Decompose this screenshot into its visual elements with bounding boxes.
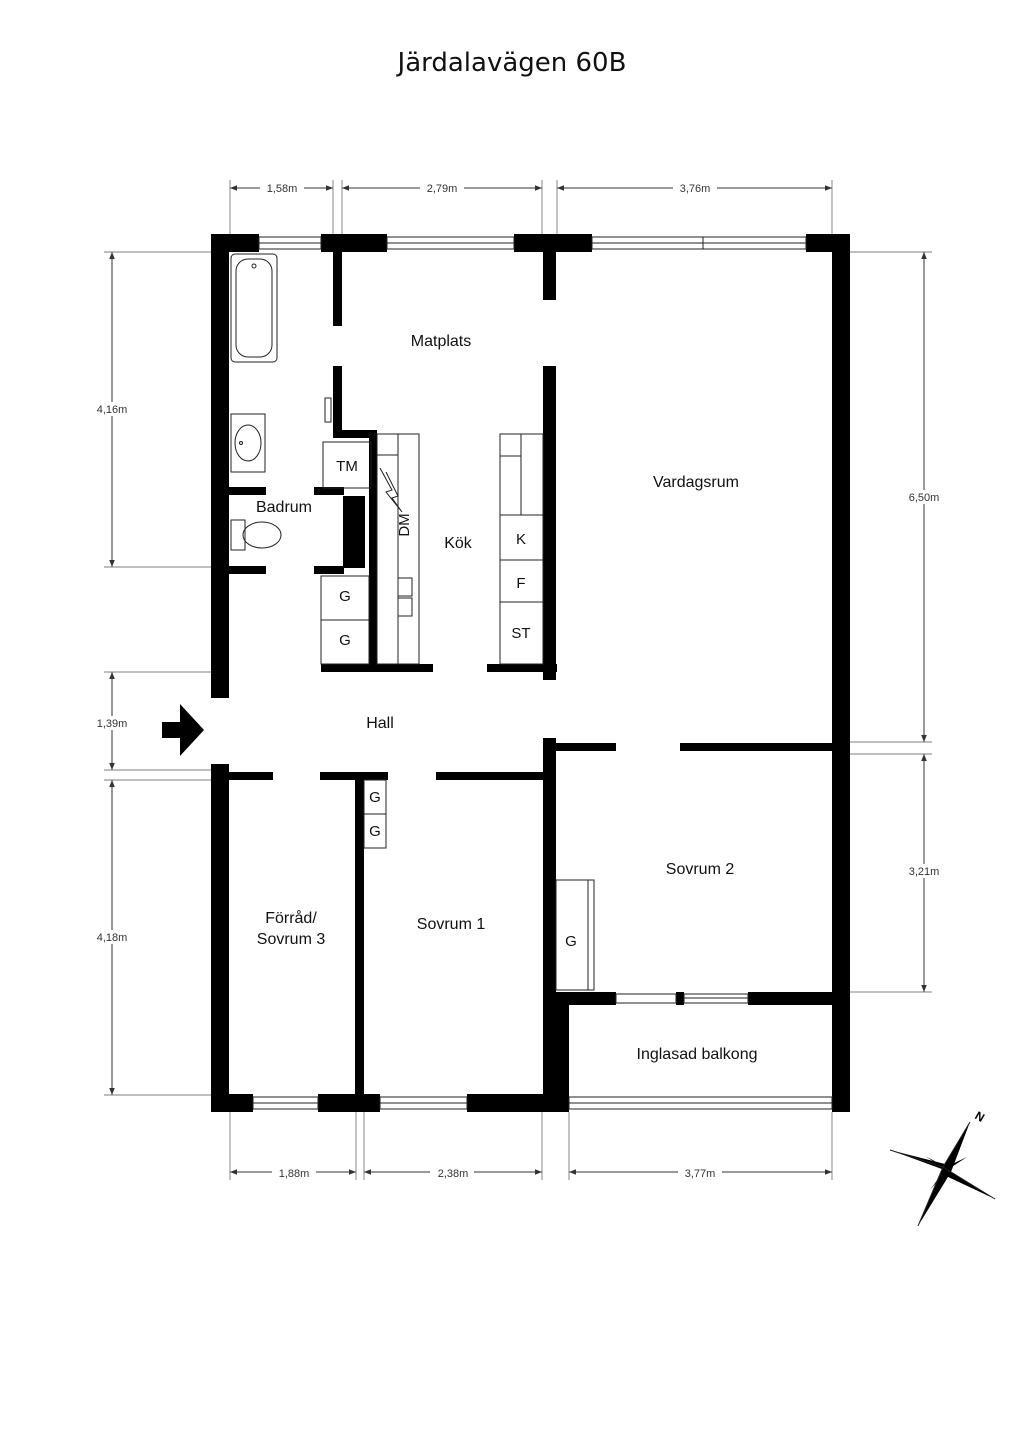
fixture-label-g: G: [565, 933, 577, 950]
kitchen-counter-right: [499, 433, 544, 665]
room-label-sovrum1: Sovrum 1: [417, 916, 486, 933]
room-label-balkong: Inglasad balkong: [637, 1046, 758, 1063]
shower-tap-icon: [324, 397, 332, 423]
dim-right-2: 3,21m: [909, 866, 940, 878]
fixture-label-g: G: [369, 823, 381, 840]
dim-bottom-1: 1,88m: [279, 1168, 310, 1180]
dim-top-2: 2,79m: [427, 183, 458, 195]
dim-left-1: 4,16m: [97, 404, 128, 416]
compass-icon: N: [889, 1108, 996, 1227]
bathtub-icon: [230, 253, 278, 363]
fixture-label-k: K: [516, 531, 526, 548]
fixture-label-g: G: [339, 632, 351, 649]
dim-left-3: 4,18m: [97, 932, 128, 944]
room-label-hall: Hall: [366, 715, 394, 732]
dimension-lines: [104, 180, 932, 1180]
fixture-label-st: ST: [511, 625, 530, 642]
room-label-matplats: Matplats: [411, 333, 471, 350]
fixture-label-dm: DM: [396, 513, 413, 536]
electrical-symbol-icon: [379, 467, 403, 513]
room-label-kok: Kök: [444, 535, 473, 552]
dim-bottom-3: 3,77m: [685, 1168, 716, 1180]
page-title: Järdalavägen 60B: [396, 48, 627, 78]
fixture-label-f: F: [516, 575, 525, 592]
room-label-sovrum2: Sovrum 2: [666, 861, 735, 878]
dim-bottom-2: 2,38m: [438, 1168, 469, 1180]
fixture-label-g: G: [339, 588, 351, 605]
dim-right-1: 6,50m: [909, 492, 940, 504]
room-label-badrum: Badrum: [256, 499, 312, 516]
sink-icon: [230, 413, 266, 473]
dim-left-2: 1,39m: [97, 718, 128, 730]
room-labels: Matplats Vardagsrum Badrum Kök Hall Förr…: [256, 333, 758, 1063]
toilet-icon: [230, 519, 282, 551]
kitchen-counter-left: [376, 433, 420, 665]
windows: [252, 236, 833, 1110]
walls: [211, 234, 850, 1112]
room-label-forrad-line1: Förråd/: [265, 909, 317, 927]
room-label-forrad-line2: Sovrum 3: [257, 931, 326, 948]
room-label-vardagsrum: Vardagsrum: [653, 474, 739, 491]
dimension-labels: 1,58m 2,79m 3,76m 1,88m 2,38m 3,77m 4,16…: [96, 180, 944, 1180]
entrance-arrow-icon: [162, 704, 204, 756]
fixture-label-g: G: [369, 789, 381, 806]
compass-north-label: N: [973, 1108, 988, 1124]
dim-top-1: 1,58m: [267, 183, 298, 195]
fixture-labels: TM DM K F ST G G G G G: [336, 458, 577, 950]
fixture-label-tm: TM: [336, 458, 358, 475]
wardrobe-blocks: [320, 441, 595, 991]
dim-top-3: 3,76m: [680, 183, 711, 195]
